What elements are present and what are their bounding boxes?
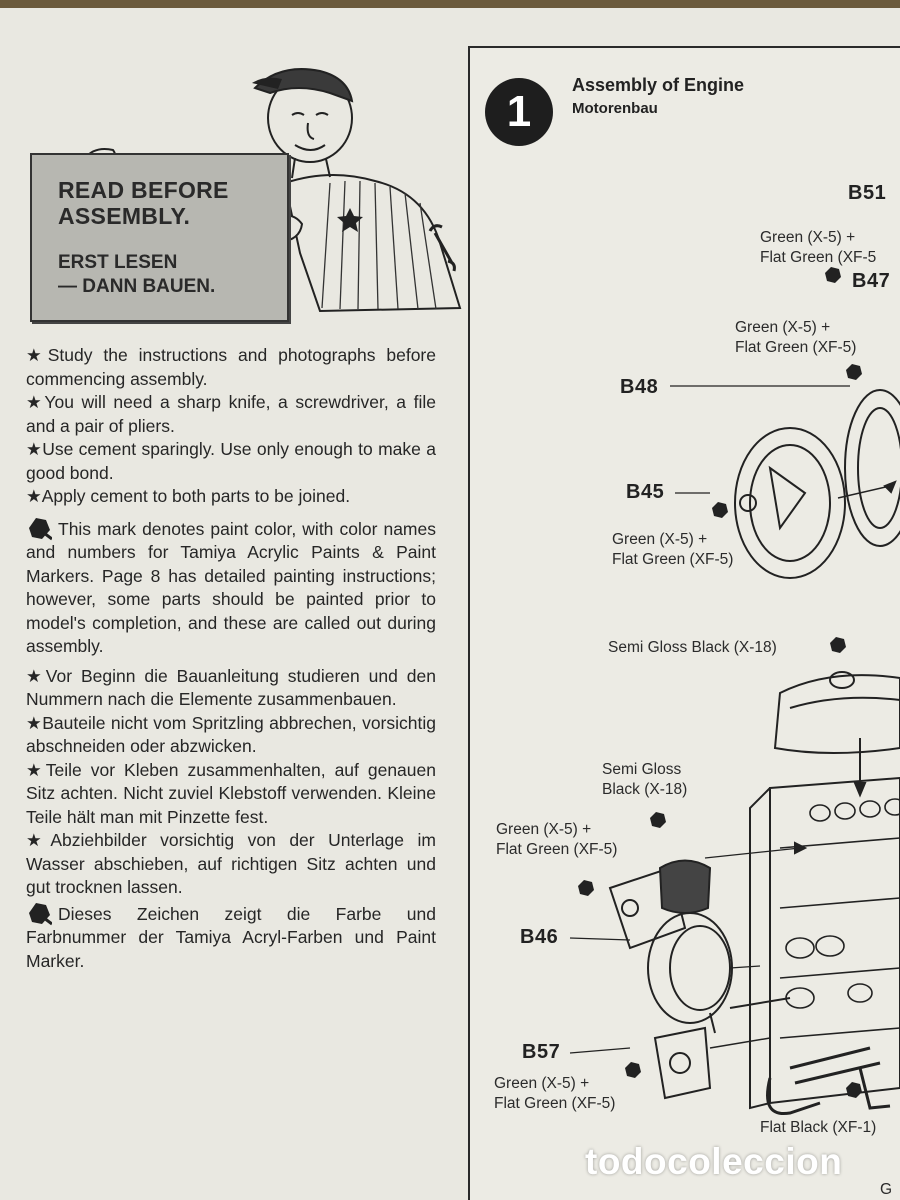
paint-label-line: Flat Green (XF-5) [496,841,618,858]
paint-label-line: Flat Green (XF-5) [612,551,734,568]
paint-note-de-block: Dieses Zeichen zeigt die Farbe und Farbn… [26,900,436,974]
instruction-de-1: ★Vor Beginn die Bauanleitung studieren u… [26,665,436,710]
part-label-b47: B47 [852,270,891,292]
instruction-de-4: ★Abziehbilder vorsichtig von der Unterla… [26,830,436,897]
paint-label-green-c: Green (X-5) + Flat Green (XF-5) [612,530,733,570]
paint-label-flat-black: Flat Black (XF-1) [760,1119,877,1136]
sign-line-4: — DANN BAUEN. [58,276,216,297]
assembly-step-panel [468,46,900,1200]
instruction-en-1: ★Study the instructions and photographs … [26,345,436,389]
part-label-b51: B51 [848,182,887,204]
paint-label-semi-gloss-b: Semi Gloss Black (X-18) [602,760,687,800]
paint-label-line: Flat Green (XF-5) [494,1095,616,1112]
sign-line-3: ERST LESEN [58,252,178,273]
engine-assembly-diagram [569,267,900,1116]
instruction-en-2: ★You will need a sharp knife, a screwdri… [26,392,436,436]
paint-label-line: Flat Green (XF-5) [735,339,857,356]
paint-label-line: Green (X-5) + [494,1075,590,1092]
paint-note-en: This mark denotes paint color, with colo… [26,518,436,657]
step-title: Assembly of Engine [572,75,745,95]
sign-line-1: READ BEFORE [58,177,229,203]
paint-label-line: Black (X-18) [602,781,688,798]
paint-label-line: Green (X-5) + [496,821,592,838]
paint-note-en-block: This mark denotes paint color, with colo… [26,515,436,659]
paint-label-cut: G [880,1181,893,1198]
instruction-de-3: ★Teile vor Kleben zusammenhalten, auf ge… [26,759,436,827]
step-subtitle: Motorenbau [572,100,658,117]
instruction-sheet: READ BEFORE ASSEMBLY. ERST LESEN — DANN … [0,8,900,1200]
part-label-b57: B57 [522,1041,561,1063]
step-number-badge: 1 [485,78,553,146]
paint-note-de: Dieses Zeichen zeigt die Farbe und Farbn… [26,903,436,971]
paint-label-green-a: Green (X-5) + Flat Green (XF-5 [760,228,876,268]
instruction-en-4: ★Apply cement to both parts to be joined… [26,486,351,506]
general-instructions: ★Study the instructions and photographs … [26,344,436,973]
part-label-b46: B46 [520,926,559,948]
paint-label-line: Flat Green (XF-5 [760,249,877,266]
paint-label-line: Green (X-5) + [760,229,856,246]
watermark: todocoleccion [585,1141,843,1182]
read-before-assembly-sign: READ BEFORE ASSEMBLY. ERST LESEN — DANN … [30,153,289,322]
paint-label-line: Semi Gloss [602,761,682,778]
instruction-en-3: ★Use cement sparingly. Use only enough t… [26,439,436,483]
part-label-b45: B45 [626,481,665,503]
paint-mark-icon [26,900,52,926]
paint-label-line: Green (X-5) + [612,531,708,548]
paint-label-line: Green (X-5) + [735,319,831,336]
paint-label-semi-gloss-a: Semi Gloss Black (X-18) [608,639,777,656]
paint-label-green-d: Green (X-5) + Flat Green (XF-5) [496,820,617,860]
paint-mark-icon [26,515,52,541]
instruction-de-2: ★Bauteile nicht vom Spritzling abbrechen… [26,712,436,757]
paint-label-green-b: Green (X-5) + Flat Green (XF-5) [735,318,856,358]
part-label-b48: B48 [620,376,659,398]
sign-line-2: ASSEMBLY. [58,203,191,229]
paint-label-green-e: Green (X-5) + Flat Green (XF-5) [494,1074,615,1114]
